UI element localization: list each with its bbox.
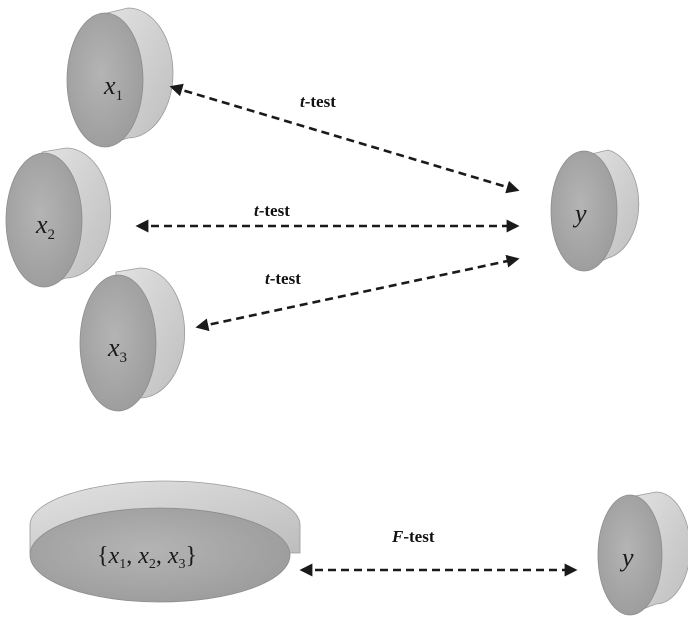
label-x1-var: x	[103, 71, 116, 100]
disc-x-group	[30, 481, 300, 602]
cylinder-x1	[67, 8, 173, 147]
label-x3-var: x	[107, 333, 120, 362]
arrow-x3-y	[198, 259, 517, 327]
edge-label-group-y-letter: F	[391, 527, 404, 546]
label-x-group-sep-2: ,	[156, 543, 168, 569]
arrow-x1-y	[172, 87, 517, 190]
edge-label-x2-y-suffix: -test	[259, 201, 290, 220]
node-y-top: y	[551, 150, 639, 271]
edge-label-group-y-suffix: -test	[403, 527, 434, 546]
edge-label-x1-y-suffix: -test	[305, 92, 336, 111]
node-x3: x3	[80, 268, 185, 411]
node-y-bottom: y	[598, 492, 688, 615]
label-x1-sub: 1	[116, 88, 124, 104]
label-y-top: y	[572, 199, 587, 228]
edge-label-x1-y: t-test	[300, 92, 336, 111]
node-x1: x1	[67, 8, 173, 147]
label-x2-sub: 2	[48, 227, 56, 243]
edge-label-x3-y-suffix: -test	[270, 269, 301, 288]
node-x-group: {x1, x2, x3}	[30, 481, 300, 602]
cylinder-x2	[6, 148, 111, 287]
cylinder-y-bottom	[598, 492, 688, 615]
label-x3-sub: 3	[120, 350, 128, 366]
label-x-group-var-2: x	[137, 543, 149, 569]
label-x-group-sub-2: 2	[149, 557, 156, 572]
edge-label-group-y: F-test	[391, 527, 435, 546]
cylinder-x3	[80, 268, 185, 411]
label-x-group-var-3: x	[167, 543, 179, 569]
cylinder-y-top	[551, 150, 639, 271]
label-x-group-close: }	[186, 543, 198, 569]
edge-label-x2-y: t-test	[254, 201, 290, 220]
label-x-group-var-1: x	[108, 543, 120, 569]
label-x-group-sub-3: 3	[179, 557, 186, 572]
node-x2: x2	[6, 148, 111, 287]
label-x-group-open: {	[97, 543, 109, 569]
label-x-group-sub-1: 1	[119, 557, 126, 572]
edge-label-x3-y: t-test	[265, 269, 301, 288]
label-x-group-sep-1: ,	[126, 543, 138, 569]
label-x2-var: x	[35, 210, 48, 239]
label-y-bottom: y	[619, 543, 634, 572]
